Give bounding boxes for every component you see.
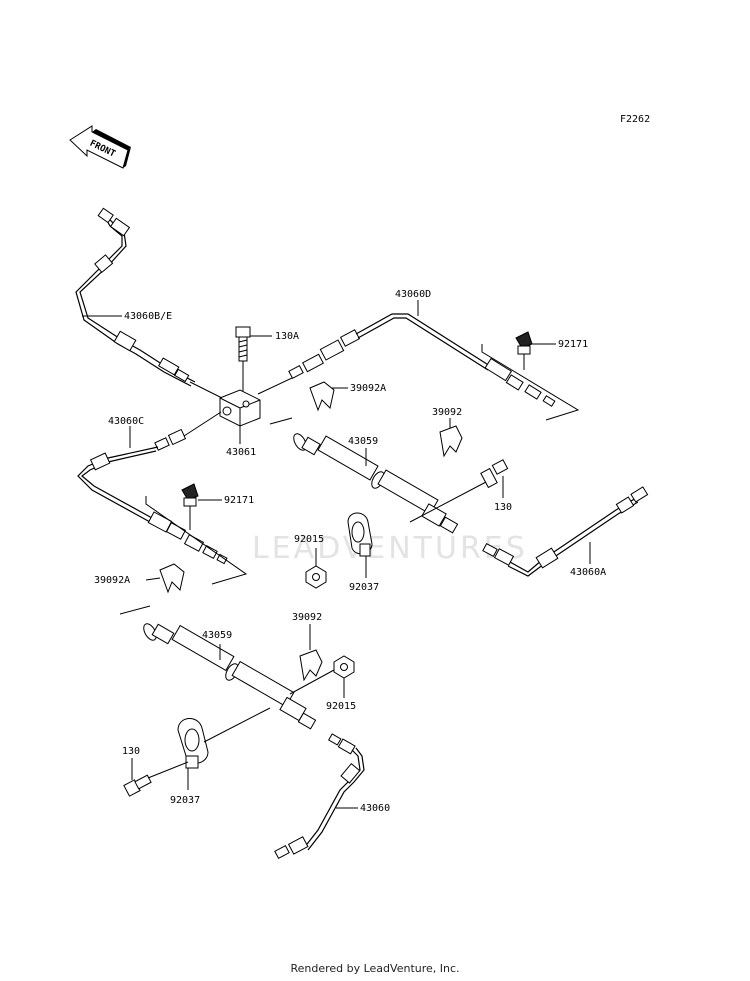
label-43060d: 43060D <box>395 289 431 300</box>
clip-39092-top-icon <box>439 425 463 458</box>
bolt-130a-icon <box>235 326 251 392</box>
label-92015-bottom: 92015 <box>326 701 356 712</box>
pipe-43060 <box>274 733 365 860</box>
pipe-43060be <box>75 207 223 399</box>
nut-92015-bottom-icon <box>289 655 355 695</box>
nut-92015-top-icon <box>305 565 327 589</box>
label-43059-top: 43059 <box>348 436 378 447</box>
label-39092a-top: 39092A <box>350 383 386 394</box>
pipe-43060a <box>482 486 649 577</box>
bolt-130-bottom-icon <box>123 761 189 797</box>
bolt-130-top-icon <box>409 459 509 523</box>
label-43060c: 43060C <box>108 416 144 427</box>
clip-39092-bottom-icon <box>299 649 323 682</box>
hose-43059-bottom <box>143 623 317 730</box>
label-43059-bottom: 43059 <box>202 630 232 641</box>
junction-block-43061-icon <box>219 389 261 427</box>
bracket-92037-bottom-icon <box>177 707 271 769</box>
pipe-43060c <box>77 411 228 565</box>
label-92037-bottom: 92037 <box>170 795 200 806</box>
front-arrow-icon: FRONT <box>69 125 131 169</box>
hose-43059-top <box>293 433 459 534</box>
label-43061: 43061 <box>226 447 256 458</box>
watermark: LEADVENTURES <box>252 531 528 566</box>
label-92171-left: 92171 <box>224 495 254 506</box>
label-39092-bottom: 39092 <box>292 612 322 623</box>
label-92037-top: 92037 <box>349 582 379 593</box>
clip-39092a-top-icon <box>309 381 335 412</box>
figure-code: F2262 <box>620 114 650 125</box>
clamp-92171-left-icon <box>181 483 199 530</box>
label-130a: 130A <box>275 331 299 342</box>
label-39092a-left: 39092A <box>94 575 130 586</box>
label-92015-top: 92015 <box>294 534 324 545</box>
label-43060be: 43060B/E <box>124 311 172 322</box>
label-39092-top: 39092 <box>432 407 462 418</box>
footer-credit: Rendered by LeadVenture, Inc. <box>290 962 460 975</box>
label-130-bottom: 130 <box>122 746 140 757</box>
pipe-43060d <box>257 313 556 407</box>
label-43060: 43060 <box>360 803 390 814</box>
label-130-top: 130 <box>494 502 512 513</box>
bracket-92037-top-icon <box>347 512 373 557</box>
clip-39092a-left-icon <box>159 563 185 594</box>
label-92171-top: 92171 <box>558 339 588 350</box>
label-43060a: 43060A <box>570 567 606 578</box>
clamp-92171-top-icon <box>515 331 533 370</box>
